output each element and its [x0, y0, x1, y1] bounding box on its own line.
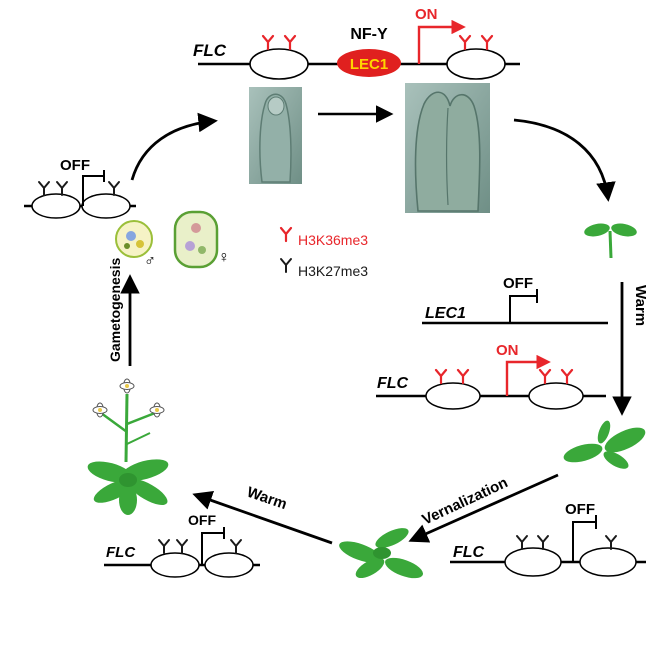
pollen-grain	[115, 220, 153, 258]
warm-label-bottom: Warm	[245, 484, 289, 513]
flc-label-top: FLC	[193, 41, 227, 60]
nucleosome	[528, 382, 584, 410]
flc-label-bottom-left: FLC	[106, 544, 136, 561]
legend: H3K36me3 H3K27me3	[279, 226, 368, 279]
early-embryo-image	[249, 87, 302, 184]
warm-label-right: Warm	[632, 285, 649, 326]
transcription-on-arrow	[417, 19, 466, 64]
h3k27me3-mark	[605, 535, 617, 550]
male-symbol: ♂	[144, 253, 156, 270]
nucleosome	[579, 547, 637, 577]
transcription-on-arrow	[505, 354, 551, 396]
lec1-gene-label: LEC1	[425, 305, 466, 322]
cycle-arrow-gamete-to-embryo	[130, 112, 218, 181]
nucleosome	[249, 48, 309, 80]
cycle-arrow-vernalization	[408, 473, 559, 543]
nucleosome	[31, 193, 81, 219]
flc-label-mid: FLC	[377, 375, 409, 392]
h3k27me3-mark	[38, 181, 50, 196]
h3k36me3-mark	[434, 368, 448, 385]
rosette-young	[563, 420, 646, 469]
seedling	[584, 223, 637, 259]
off-label-lec1: OFF	[503, 275, 533, 292]
h3k36me3-mark	[261, 34, 275, 51]
rosette-vernalized	[339, 528, 423, 579]
cycle-arrow-embryo-to-seedling	[513, 118, 616, 202]
h3k36me3-mark	[458, 34, 472, 51]
off-promoter	[82, 170, 105, 206]
h3k27me3-mark	[516, 535, 528, 550]
lec1-protein-label: LEC1	[350, 56, 388, 73]
nucleosome	[504, 547, 562, 577]
embryo-sac	[173, 210, 219, 269]
nfy-label: NF-Y	[350, 26, 388, 43]
off-label-bottom-right: OFF	[565, 501, 595, 518]
nucleosome	[204, 552, 254, 578]
legend-h3k36me3: H3K36me3	[298, 232, 368, 248]
gametogenesis-label: Gametogenesis	[107, 258, 123, 362]
warm-flc-off-construct: FLC OFF	[104, 512, 260, 578]
off-label-gamete: OFF	[60, 157, 90, 174]
h3k27me3-mark	[537, 535, 549, 550]
nucleosome	[446, 48, 506, 80]
off-promoter	[201, 527, 225, 565]
lec1-protein	[337, 49, 401, 77]
h3k36me3-mark	[456, 368, 470, 385]
seedling-flc-on-construct: FLC ON	[376, 342, 606, 410]
h3k27me3-mark	[176, 539, 188, 554]
h3k27me3-mark	[108, 181, 120, 196]
h3k36me3-mark	[538, 368, 552, 385]
h3k36me3-mark	[480, 34, 494, 51]
late-embryo-image	[405, 83, 490, 213]
h3k27me3-mark	[56, 181, 68, 196]
nucleosome	[81, 193, 131, 219]
h3k36me3-legend-icon	[279, 226, 293, 243]
flowering-plant	[87, 378, 169, 515]
h3k27me3-mark	[230, 539, 242, 554]
lec1-off-construct: LEC1 OFF	[422, 275, 608, 325]
nucleosome	[150, 552, 200, 578]
off-label-bottom-left: OFF	[188, 512, 216, 528]
gamete-flc-off-construct: OFF	[24, 157, 136, 219]
vernalized-flc-off-construct: FLC OFF	[450, 501, 646, 577]
legend-h3k27me3: H3K27me3	[298, 263, 368, 279]
off-promoter	[509, 289, 538, 323]
on-label-top: ON	[415, 6, 438, 23]
cycle-arrow-warm-return	[192, 490, 333, 545]
on-label-mid: ON	[496, 342, 519, 359]
female-symbol: ♀	[218, 249, 230, 266]
h3k36me3-mark	[283, 34, 297, 51]
h3k27me3-mark	[158, 539, 170, 554]
off-promoter	[572, 515, 597, 562]
h3k36me3-mark	[560, 368, 574, 385]
nucleosome	[425, 382, 481, 410]
h3k27me3-legend-icon	[280, 258, 292, 273]
top-flc-construct: FLC NF-Y LEC1 ON	[193, 6, 520, 80]
flc-label-bottom-right: FLC	[453, 544, 485, 561]
